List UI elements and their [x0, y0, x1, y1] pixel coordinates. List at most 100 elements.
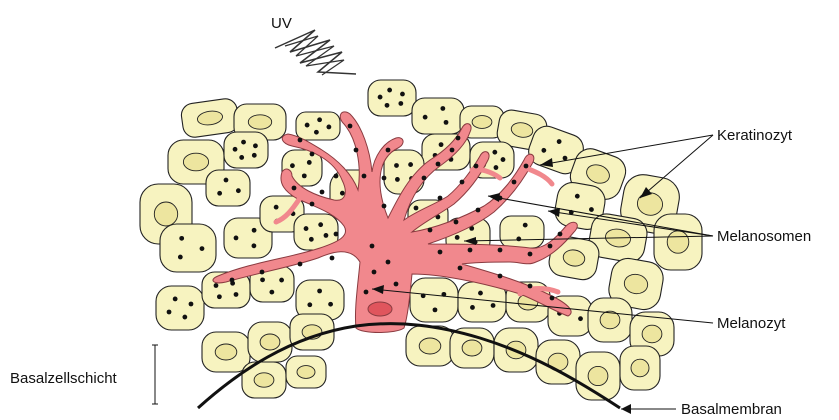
keratinocyte-cell: [202, 332, 250, 372]
melanosome: [217, 191, 222, 196]
melanosome: [318, 222, 323, 227]
keratinocyte-nucleus: [462, 340, 482, 356]
melanosome: [523, 223, 528, 228]
melanosome: [307, 160, 312, 165]
melanosome: [438, 250, 443, 255]
melanosome: [386, 148, 391, 153]
melanosome: [234, 236, 239, 241]
melanosome: [550, 296, 555, 301]
melanosome: [394, 163, 399, 168]
melanosome: [491, 303, 496, 308]
melanosome: [492, 150, 497, 155]
melanosome: [290, 163, 295, 168]
keratinocyte-nucleus: [183, 153, 208, 171]
melanosome: [524, 164, 529, 169]
melanosome: [456, 136, 461, 141]
melanosome: [474, 164, 479, 169]
melanosome: [241, 140, 246, 145]
melanosome: [438, 196, 443, 201]
melanosome: [387, 88, 392, 93]
label-melanocyte: Melanozyt: [717, 315, 786, 332]
keratinocyte-cell: [500, 216, 544, 248]
melanosome: [478, 291, 483, 296]
melanosome: [317, 117, 322, 122]
label-uv: UV: [271, 15, 292, 32]
melanosome: [302, 173, 307, 178]
melanosome: [423, 115, 428, 120]
melanosome: [470, 305, 475, 310]
melanosome: [182, 315, 187, 320]
melanosome: [239, 155, 244, 160]
keratinocyte-nucleus: [248, 115, 271, 129]
keratinocyte-nucleus: [631, 359, 649, 377]
melanosome: [330, 256, 335, 261]
keratinocyte-cell: [620, 346, 660, 390]
melanosome: [252, 243, 257, 248]
melanosome: [260, 277, 265, 282]
melanosome: [340, 191, 345, 196]
melanosome: [436, 162, 441, 167]
keratinocyte-cell: [180, 97, 240, 138]
melanosome: [233, 147, 238, 152]
melanosome: [370, 244, 375, 249]
melanocyte-nucleus: [368, 302, 392, 316]
melanosome: [460, 180, 465, 185]
melanosome: [214, 283, 219, 288]
uv-lightning-icon: [275, 30, 356, 75]
melanosome: [305, 123, 310, 128]
melanosome: [274, 205, 279, 210]
keratinocyte-nucleus: [260, 334, 280, 350]
melanosome: [236, 188, 241, 193]
melanosome: [224, 178, 229, 183]
label-melanosome: Melanosomen: [717, 228, 811, 245]
melanosome: [400, 92, 405, 97]
keratinocyte-nucleus: [254, 373, 274, 387]
melanosome: [326, 125, 331, 130]
keratinocyte-nucleus: [642, 325, 662, 343]
melanosome: [314, 130, 319, 135]
melanosome: [234, 292, 239, 297]
melanosome: [298, 138, 303, 143]
keratinocyte-nucleus: [588, 366, 608, 385]
keratinocyte-cell: [588, 298, 632, 342]
melanosome: [501, 157, 506, 162]
melanosome: [458, 266, 463, 271]
label-basal-layer: Basalzellschicht: [10, 370, 118, 387]
melanosome: [394, 282, 399, 287]
melanosome: [334, 174, 339, 179]
melanosome: [230, 278, 235, 283]
melanosome: [558, 232, 563, 237]
keratinocyte-cell: [160, 224, 216, 272]
melanosome: [444, 120, 449, 125]
melanosome: [269, 290, 274, 295]
melanosome: [320, 190, 325, 195]
keratinocyte-cell: [410, 278, 458, 322]
keratinocyte-nucleus: [419, 338, 441, 354]
keratinocyte-cell: [206, 170, 250, 206]
melanosome: [494, 165, 499, 170]
melanosome: [454, 220, 459, 225]
melanosome: [440, 106, 445, 111]
melanosome: [173, 297, 178, 302]
melanosome: [354, 148, 359, 153]
melanosome: [433, 307, 438, 312]
melanosome: [385, 103, 390, 108]
melanosome: [292, 186, 297, 191]
melanosome: [252, 228, 257, 233]
keratinocyte-cell: [450, 328, 494, 368]
keratinocyte-nucleus: [215, 344, 237, 360]
melanosome: [298, 262, 303, 267]
label-keratinocyte: Keratinozyt: [717, 127, 793, 144]
melanosome: [578, 316, 583, 321]
melanosome: [310, 152, 315, 157]
melanosome: [178, 255, 183, 260]
keratinocyte-cell: [286, 356, 326, 388]
melanosome: [348, 124, 353, 129]
melanosome: [382, 176, 387, 181]
melanosome: [439, 142, 444, 147]
melanosome: [455, 235, 460, 240]
melanosome: [189, 302, 194, 307]
melanosome: [372, 270, 377, 275]
melanosome: [428, 228, 433, 233]
melanosome: [362, 174, 367, 179]
